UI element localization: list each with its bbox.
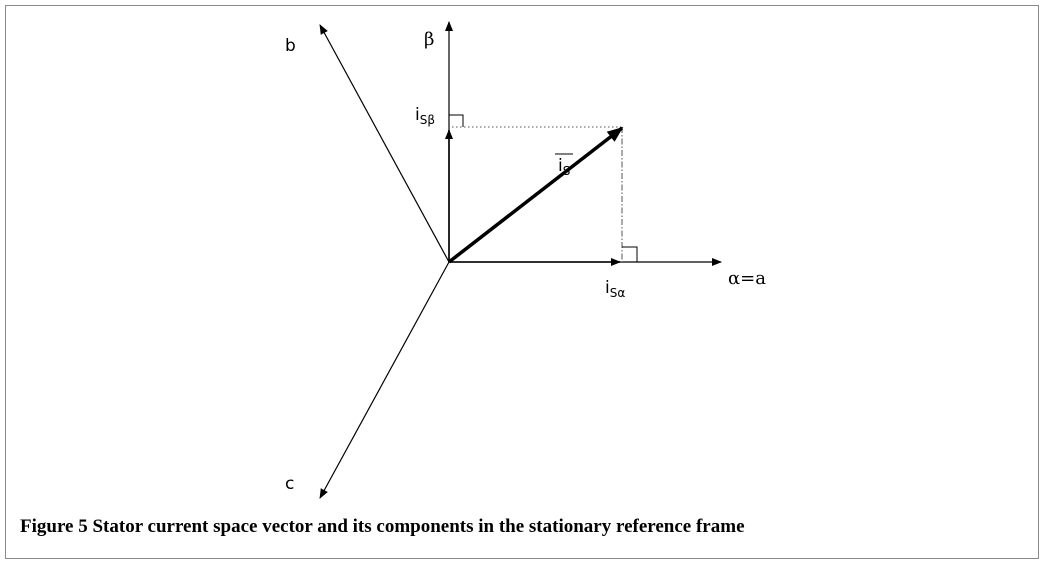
b-axis	[319, 24, 450, 263]
i-s-vector-arrow	[447, 126, 624, 264]
figure-caption: Figure 5 Stator current space vector and…	[20, 516, 745, 537]
i-s-alpha-main: i	[605, 278, 610, 298]
i-s-label: iS	[558, 156, 571, 178]
i-s-main: i	[558, 156, 563, 176]
i-s-beta-label: iSβ	[415, 105, 436, 127]
axis-beta-label: β	[424, 29, 435, 50]
axis-c-label: c	[285, 474, 295, 494]
figure-frame	[5, 5, 1039, 559]
i-s-alpha-label: iSα	[605, 278, 626, 300]
i-s-beta-main: i	[415, 105, 420, 125]
i-s-alpha-subscript: Sα	[609, 286, 626, 300]
i-s-beta-subscript: Sβ	[419, 113, 436, 127]
axis-alpha-label: α=a	[728, 268, 766, 289]
c-axis	[319, 261, 450, 499]
space-vector-diagram	[319, 21, 722, 499]
right-angle-mark-beta	[449, 114, 464, 127]
right-angle-mark-alpha	[622, 246, 638, 262]
i-s-subscript: S	[562, 164, 571, 178]
axis-b-label: b	[285, 36, 296, 56]
